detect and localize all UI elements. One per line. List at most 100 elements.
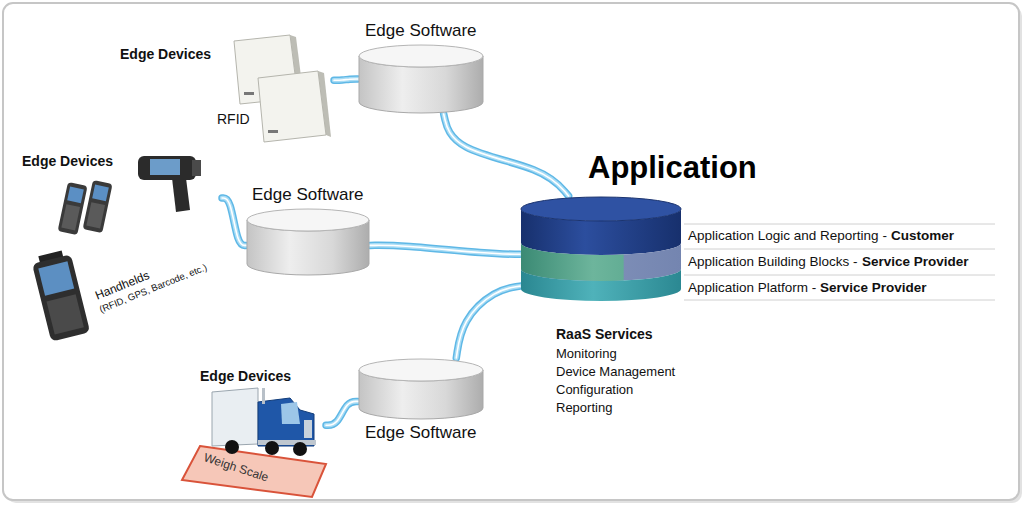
tube-highlight [334,79,358,80]
device-group: Edge DevicesHandhelds(RFID, GPS, Barcode… [18,148,222,348]
device-keypad [61,204,80,230]
device-keypad [47,294,84,334]
platform-layer [521,269,681,301]
cylinder-outline [520,196,682,302]
tube-outer [326,401,358,425]
application-cylinder: Application [520,196,682,302]
tube-connector [444,114,569,196]
owner-label: Service Provider [820,280,927,296]
tube-connector [222,198,246,245]
rfid-reader [258,71,331,142]
tube-outer [444,114,569,196]
layer-separators [684,224,995,300]
cylinder-outline [246,208,370,276]
separator-line [684,224,995,225]
device-group: Edge DevicesRFID [118,34,334,144]
tube-connector [334,79,358,80]
truck-wheel [293,442,307,456]
truck-window [281,402,300,424]
device-screen [92,185,109,202]
cylinder-top [359,45,483,67]
truck-wheel [265,441,279,455]
device-screen [38,261,74,295]
owner-label: Customer [891,228,954,244]
reader-face [258,71,326,142]
device-group: Edge DevicesWeigh Scale [184,364,326,500]
tube-highlight [370,245,520,254]
device-body [32,254,90,341]
separator-line [684,275,995,276]
group-heading: Edge Devices [22,153,113,169]
scanner-body [138,156,196,180]
device-label: Weigh Scale [202,451,270,485]
reader-logo [244,92,254,95]
separator-line [684,249,995,250]
weigh-scale-truck [182,388,326,497]
tube-highlight [222,198,246,245]
scanner-nose [192,160,201,176]
cylinder-top [359,359,483,381]
service-item: Monitoring [556,346,617,362]
cylinder-outline [358,44,484,114]
service-item: Device Management [556,364,675,380]
owner-label: Service Provider [862,254,969,270]
cylinder-heading: Edge Software [365,21,477,41]
handheld-device [31,249,91,342]
tube-middle [222,198,246,245]
cylinder-top [521,197,681,221]
device-keypad [86,202,105,228]
tube-highlight [326,401,358,425]
tube-connector [370,245,520,254]
tube-outer [456,286,520,358]
frame [3,3,1019,500]
truck-trailer [212,388,258,446]
layer-label: Application Platform - [688,280,816,296]
layer-label: Application Building Blocks - [688,254,858,270]
cylinder-heading: Edge Software [365,423,477,443]
truck-wheel [225,440,239,454]
cylinder-top [247,209,369,231]
tube-highlight [444,114,569,196]
tube-highlight [456,286,520,358]
gun-scanner [138,156,201,212]
truck-exhaust [262,388,265,404]
reader-logo [268,130,278,133]
handheld-device [58,182,88,235]
device-body [58,182,88,235]
tube-middle [370,245,520,254]
truck-grille [304,420,312,438]
tube-connector [456,286,520,358]
scanner-screen [150,159,180,175]
tube-middle [444,114,569,196]
truck-cab [258,398,314,446]
device-body [83,180,113,233]
service-item: Configuration [556,382,633,398]
platform-layer [521,243,624,281]
edge-software-cylinder: Edge Software [246,208,370,276]
tube-connector [326,401,358,425]
handheld-device [83,180,113,233]
platform-layer [521,243,681,281]
tube-middle [456,286,520,358]
separator-line [684,300,995,301]
service-item: Reporting [556,400,612,416]
edge-software-cylinder: Edge Software [358,358,484,420]
cylinder-outline [358,358,484,420]
tube-middle [334,79,358,80]
device-screen [67,187,84,204]
scanner-handle [172,178,190,212]
tube-middle [326,401,358,425]
group-heading: Edge Devices [120,46,211,62]
tube-outer [222,198,246,245]
layer-label: Application Logic and Reporting - [688,228,887,244]
tube-outer [334,79,358,80]
cylinder-heading: Edge Software [252,185,364,205]
services-heading: RaaS Services [556,326,653,343]
group-heading: Edge Devices [200,368,291,384]
application-heading: Application [588,150,757,186]
tube-outer [370,245,520,254]
